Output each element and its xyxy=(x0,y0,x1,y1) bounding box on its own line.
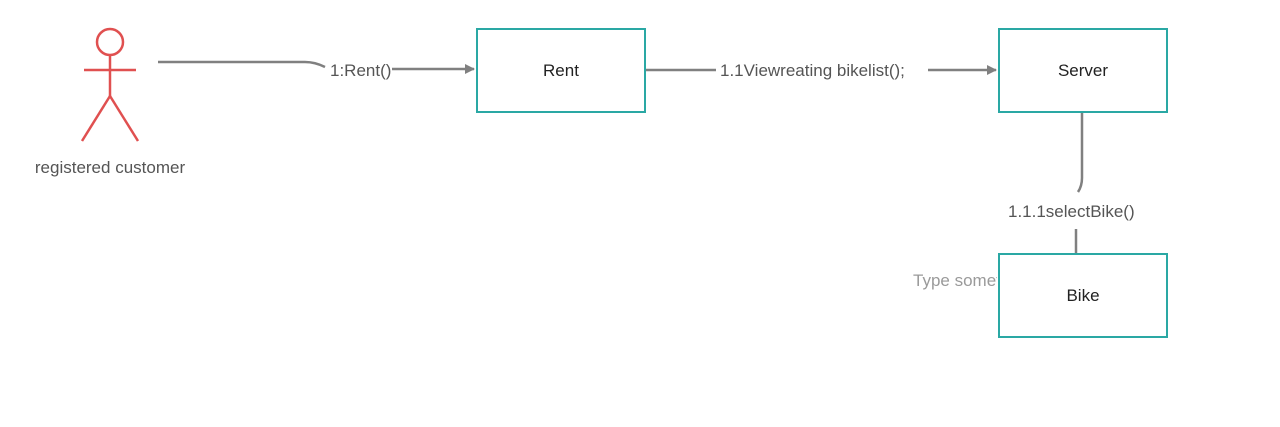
connector-actor-rent[interactable] xyxy=(158,60,326,69)
object-bike-label: Bike xyxy=(1066,285,1100,305)
actor-label: registered customer xyxy=(34,158,186,177)
message-select-label[interactable]: 1.1.1selectBike() xyxy=(1008,202,1135,222)
object-bike[interactable]: Bike xyxy=(998,253,1168,338)
object-rent-label: Rent xyxy=(543,60,579,80)
object-server-label: Server xyxy=(1057,60,1109,80)
message-rent-label[interactable]: 1:Rent() xyxy=(330,61,392,80)
object-rent[interactable]: Rent xyxy=(476,28,646,113)
placeholder-text[interactable]: Type something xyxy=(913,271,997,290)
actor-icon[interactable] xyxy=(80,27,140,142)
message-view-label[interactable]: 1.1Viewreating bikelist(); xyxy=(720,61,905,81)
connector-server-bike-upper[interactable] xyxy=(1076,113,1084,193)
object-server[interactable]: Server xyxy=(998,28,1168,113)
